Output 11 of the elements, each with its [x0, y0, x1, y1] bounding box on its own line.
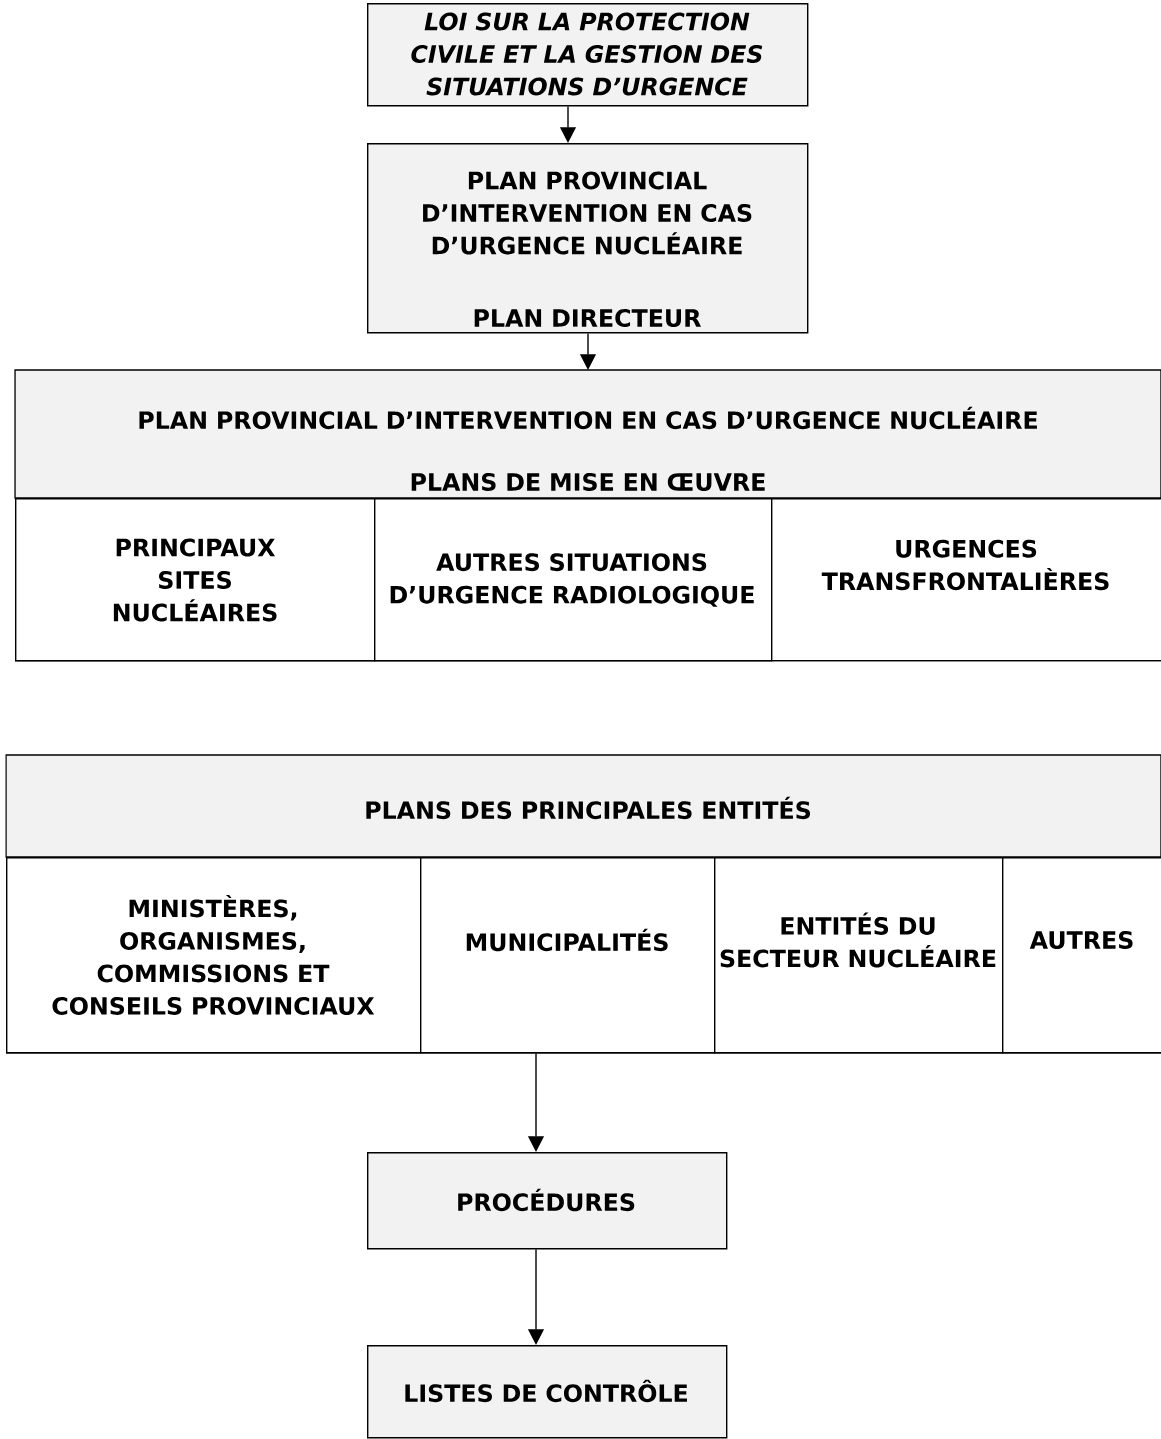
process-box: LISTES DE CONTRÔLE — [367, 1345, 728, 1439]
table-cell: URGENCES TRANSFRONTALIÈRES — [771, 498, 1161, 662]
table-cell: AUTRES — [1002, 857, 1161, 1054]
table-cell: AUTRES SITUATIONS D’URGENCE RADIOLOGIQUE — [374, 498, 773, 662]
table-cell: ENTITÉS DU SECTEUR NUCLÉAIRE — [714, 857, 1004, 1054]
process-box: PROCÉDURES — [367, 1152, 728, 1250]
table-cell: MUNICIPALITÉS — [420, 857, 716, 1054]
law-box: LOI SUR LA PROTECTION CIVILE ET LA GESTION DES SITUATIONS D’URGENCE — [367, 3, 809, 107]
table-cell: MINISTÈRES, ORGANISMES, COMMISSIONS ET CONSEILS PROVINCIAUX — [6, 857, 422, 1054]
table-cell: PRINCIPAUX SITES NUCLÉAIRES — [15, 498, 376, 662]
plan-box: PLAN PROVINCIAL D’INTERVENTION EN CAS D’URGENCE NUCLÉAIRE PLAN DIRECTEUR — [367, 143, 809, 334]
